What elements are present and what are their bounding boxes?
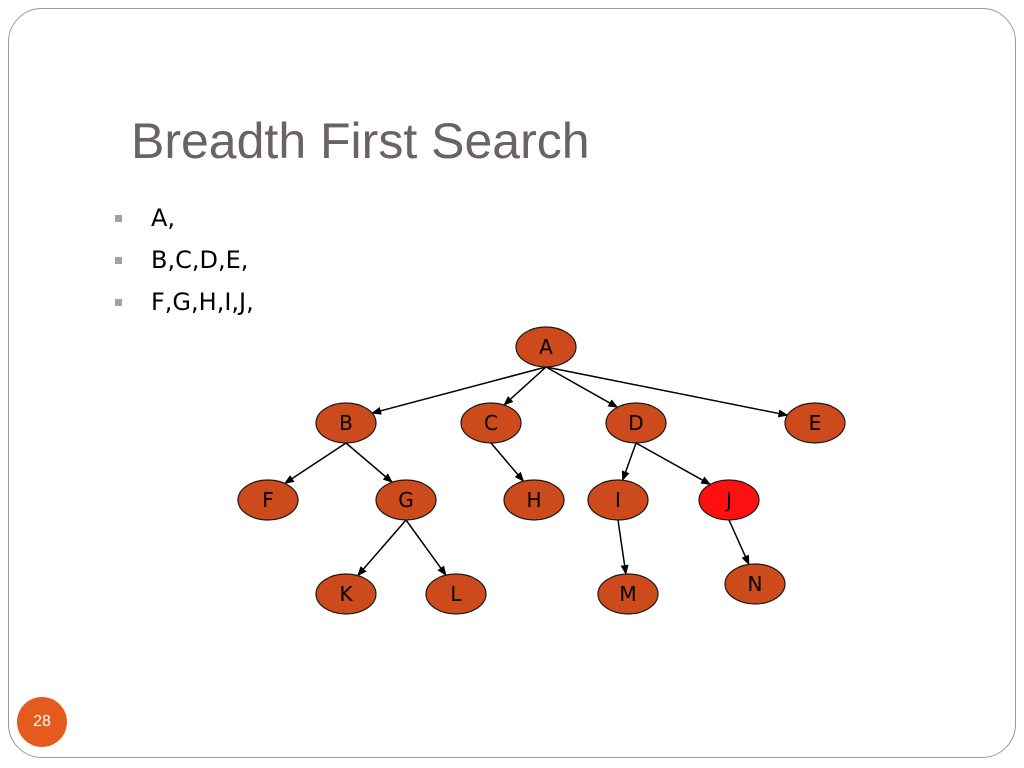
tree-node-j: J [698,479,760,521]
node-label: M [619,582,636,606]
node-label: G [398,488,414,512]
page-number-badge: 28 [17,697,67,747]
node-ellipse [315,402,377,444]
node-label: N [748,572,763,596]
node-ellipse [587,479,649,521]
edge-b-g [345,442,393,483]
edge-d-j [635,442,712,486]
edge-b-f [283,442,347,485]
tree-node-n: N [724,563,786,605]
node-ellipse [698,479,760,521]
tree-node-d: D [605,402,667,444]
tree-node-e: E [784,402,846,444]
edge-g-l [405,519,447,576]
tree-node-f: F [237,479,299,521]
tree-node-g: G [375,479,437,521]
square-bullet-icon [115,215,122,222]
edge-a-c [503,366,547,406]
square-bullet-icon [115,299,122,306]
node-label: I [615,488,621,512]
node-ellipse [605,402,667,444]
square-bullet-icon [115,257,122,264]
tree-node-c: C [460,402,522,444]
node-ellipse [375,479,437,521]
edge-d-i [621,442,637,482]
tree-node-m: M [597,573,659,615]
edge-a-d [545,366,619,408]
tree-node-b: B [315,402,377,444]
node-label: C [484,411,498,435]
node-label: E [809,411,822,435]
edge-g-k [357,519,407,577]
bullet-text: B,C,D,E, [151,246,249,274]
node-label: A [539,335,553,359]
bullet-text: F,G,H,I,J, [151,288,254,316]
tree-node-k: K [315,573,377,615]
node-label: B [339,411,353,435]
node-ellipse [515,326,577,368]
node-ellipse [784,402,846,444]
bullet-text: A, [151,204,176,232]
node-ellipse [724,563,786,605]
node-label: D [628,411,643,435]
node-label: K [339,582,353,606]
edge-i-m [617,519,629,576]
tree-node-i: I [587,479,649,521]
tree-node-a: A [515,326,577,368]
node-label: L [450,582,462,606]
slide-frame [8,8,1016,758]
slide-title: Breadth First Search [131,113,590,169]
node-ellipse [503,479,565,521]
node-ellipse [597,573,659,615]
tree-node-h: H [503,479,565,521]
node-ellipse [237,479,299,521]
node-label: J [724,488,732,512]
node-ellipse [315,573,377,615]
node-label: F [262,488,274,512]
edge-a-e [545,366,789,418]
tree-node-l: L [425,573,487,615]
node-ellipse [425,573,487,615]
edge-j-n [728,519,750,566]
node-label: H [526,488,541,512]
edge-c-h [490,442,525,483]
edge-a-b [371,366,547,415]
node-ellipse [460,402,522,444]
